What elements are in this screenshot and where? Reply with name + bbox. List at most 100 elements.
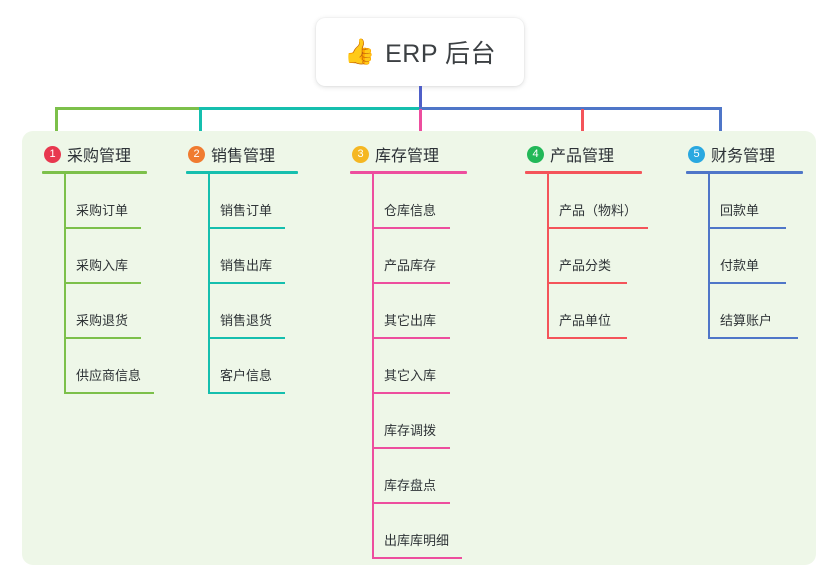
list-item-rule: [372, 337, 450, 339]
list-item-rule: [64, 392, 154, 394]
list-item-label: 仓库信息: [384, 203, 437, 218]
list-item-label: 采购退货: [76, 313, 129, 328]
branch-header-rule-5: [686, 171, 803, 174]
branch-title-3: 库存管理: [375, 148, 440, 165]
connector-drop-1: [55, 109, 58, 134]
list-item[interactable]: 产品库存: [350, 229, 510, 284]
list-item[interactable]: 付款单: [686, 229, 836, 284]
list-item[interactable]: 回款单: [686, 174, 836, 229]
list-item-rule: [64, 337, 141, 339]
list-item-rule: [372, 557, 462, 559]
list-item[interactable]: 库存调拨: [350, 394, 510, 449]
list-item[interactable]: 产品（物料）: [525, 174, 695, 229]
list-item[interactable]: 结算账户: [686, 284, 836, 339]
branch-column-5: 5 财务管理 回款单 付款单 结算账户: [686, 141, 836, 339]
list-item-rule: [547, 227, 648, 229]
branch-items-2: 销售订单 销售出库 销售退货 客户信息: [186, 174, 336, 394]
list-item-label: 库存盘点: [384, 478, 437, 493]
list-item-label: 结算账户: [720, 313, 773, 328]
branch-column-3: 3 库存管理 仓库信息 产品库存 其它出库 其它入库 库存调拨: [350, 141, 510, 559]
root-node[interactable]: 👍 ERP 后台: [316, 18, 524, 86]
list-item-label: 销售退货: [220, 313, 273, 328]
branch-items-1: 采购订单 采购入库 采购退货 供应商信息: [42, 174, 192, 394]
thumbs-up-icon: 👍: [343, 37, 376, 66]
list-item[interactable]: 采购退货: [42, 284, 192, 339]
branch-header-rule-2: [186, 171, 298, 174]
branch-items-4: 产品（物料） 产品分类 产品单位: [525, 174, 695, 339]
branch-items-5: 回款单 付款单 结算账户: [686, 174, 836, 339]
list-item-rule: [547, 337, 627, 339]
branch-badge-1: 1: [44, 145, 61, 163]
list-item-rule: [64, 227, 141, 229]
branch-header-rule-4: [525, 171, 642, 174]
branch-spine-2: [208, 174, 210, 394]
branch-title-4: 产品管理: [550, 148, 615, 165]
list-item[interactable]: 销售退货: [186, 284, 336, 339]
list-item[interactable]: 库存盘点: [350, 449, 510, 504]
connector-drop-4: [581, 109, 584, 134]
list-item[interactable]: 销售出库: [186, 229, 336, 284]
branch-header-rule-3: [350, 171, 467, 174]
list-item-label: 客户信息: [220, 368, 273, 383]
list-item-rule: [372, 392, 450, 394]
connector-drop-3: [419, 109, 422, 134]
branch-items-3: 仓库信息 产品库存 其它出库 其它入库 库存调拨 库存盘点: [350, 174, 510, 559]
list-item[interactable]: 销售订单: [186, 174, 336, 229]
list-item-label: 供应商信息: [76, 368, 142, 383]
branch-spine-1: [64, 174, 66, 394]
branch-column-2: 2 销售管理 销售订单 销售出库 销售退货 客户信息: [186, 141, 336, 394]
list-item[interactable]: 产品单位: [525, 284, 695, 339]
list-item-label: 采购入库: [76, 258, 129, 273]
branch-badge-2: 2: [188, 145, 205, 163]
branch-header-3[interactable]: 3 库存管理: [350, 141, 510, 167]
branch-header-4[interactable]: 4 产品管理: [525, 141, 695, 167]
list-item-rule: [372, 447, 450, 449]
list-item-rule: [708, 337, 798, 339]
list-item-label: 产品分类: [559, 258, 612, 273]
list-item[interactable]: 产品分类: [525, 229, 695, 284]
list-item[interactable]: 客户信息: [186, 339, 336, 394]
list-item[interactable]: 其它出库: [350, 284, 510, 339]
list-item-label: 产品单位: [559, 313, 612, 328]
root-title: ERP 后台: [385, 40, 497, 68]
list-item[interactable]: 仓库信息: [350, 174, 510, 229]
connector-drop-2: [199, 109, 202, 134]
branch-spine-3: [372, 174, 374, 559]
list-item-rule: [208, 392, 285, 394]
connector-drop-5: [719, 109, 722, 134]
branch-badge-3: 3: [352, 145, 369, 163]
list-item-label: 销售订单: [220, 203, 273, 218]
list-item-rule: [372, 227, 450, 229]
branch-badge-4: 4: [527, 145, 544, 163]
branch-header-2[interactable]: 2 销售管理: [186, 141, 336, 167]
branch-spine-5: [708, 174, 710, 339]
list-item-label: 产品（物料）: [559, 203, 638, 218]
list-item[interactable]: 出库库明细: [350, 504, 510, 559]
list-item-label: 其它入库: [384, 368, 437, 383]
connector-segment-1: [55, 107, 201, 110]
branch-title-5: 财务管理: [711, 148, 776, 165]
list-item[interactable]: 供应商信息: [42, 339, 192, 394]
list-item-rule: [372, 282, 450, 284]
list-item-rule: [708, 227, 786, 229]
diagram-panel: [22, 131, 816, 565]
branch-column-4: 4 产品管理 产品（物料） 产品分类 产品单位: [525, 141, 695, 339]
branch-header-1[interactable]: 1 采购管理: [42, 141, 192, 167]
list-item-rule: [708, 282, 786, 284]
list-item[interactable]: 采购入库: [42, 229, 192, 284]
list-item-label: 采购订单: [76, 203, 129, 218]
list-item[interactable]: 其它入库: [350, 339, 510, 394]
list-item-label: 回款单: [720, 203, 760, 218]
list-item-rule: [208, 337, 285, 339]
branch-header-5[interactable]: 5 财务管理: [686, 141, 836, 167]
list-item-rule: [547, 282, 627, 284]
list-item-rule: [64, 282, 141, 284]
list-item-label: 付款单: [720, 258, 760, 273]
branch-title-1: 采购管理: [67, 148, 132, 165]
list-item-label: 库存调拨: [384, 423, 437, 438]
root-connector-vertical: [419, 86, 422, 109]
connector-segment-2: [199, 107, 421, 110]
list-item[interactable]: 采购订单: [42, 174, 192, 229]
branch-column-1: 1 采购管理 采购订单 采购入库 采购退货 供应商信息: [42, 141, 192, 394]
